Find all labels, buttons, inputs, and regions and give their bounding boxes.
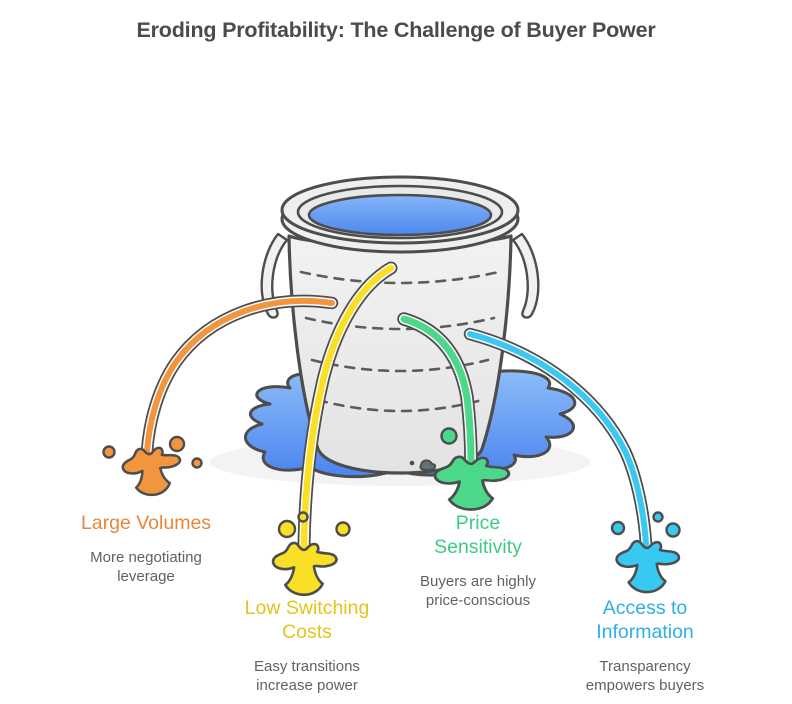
factor-access-to-information: Access to Information Transparency empow… <box>555 596 735 695</box>
factor-description-price-sensitivity: Buyers are highly price-conscious <box>420 573 536 609</box>
bucket-icon <box>260 175 540 475</box>
tiny-splat <box>409 459 437 472</box>
droplets-blue <box>610 511 681 538</box>
factor-description-access-to-information: Transparency empowers buyers <box>585 658 705 694</box>
factor-label-low-switching-costs: Low Switching Costs <box>244 597 370 643</box>
bucket-left-handle <box>260 232 289 319</box>
factor-label-large-volumes: Large Volumes <box>80 512 212 534</box>
stream-price-sensitivity <box>397 312 511 512</box>
factor-label-price-sensitivity: Price Sensitivity <box>434 512 522 558</box>
factor-price-sensitivity: Price Sensitivity Buyers are highly pric… <box>388 511 568 610</box>
bucket-right-handle <box>511 232 540 319</box>
droplets-green <box>440 427 458 445</box>
factor-description-large-volumes: More negotiating leverage <box>90 549 202 585</box>
splash-orange <box>119 443 185 499</box>
factor-low-switching-costs: Low Switching Costs Easy transitions inc… <box>217 596 397 695</box>
page-title: Eroding Profitability: The Challenge of … <box>136 18 656 42</box>
stream-low-switching-costs <box>271 261 398 597</box>
stream-large-volumes <box>102 294 339 499</box>
splash-blue <box>615 539 681 594</box>
factor-large-volumes: Large Volumes More negotiating leverage <box>56 511 236 586</box>
stream-access-to-information <box>463 327 681 594</box>
factor-description-low-switching-costs: Easy transitions increase power <box>254 658 360 694</box>
splash-yellow <box>271 541 338 597</box>
droplets-orange <box>102 435 203 469</box>
bucket-body <box>287 234 513 475</box>
droplets-yellow <box>277 511 351 539</box>
factor-label-access-to-information: Access to Information <box>596 597 694 643</box>
bucket-water-surface <box>307 193 493 237</box>
